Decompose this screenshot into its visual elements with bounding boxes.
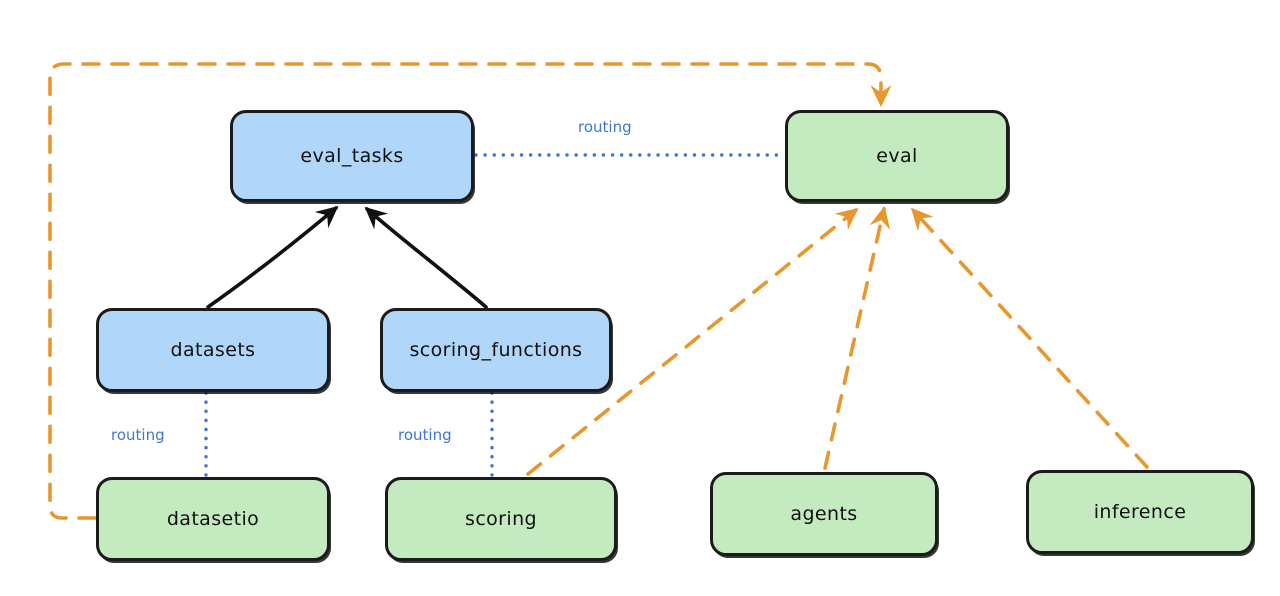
node-label: scoring <box>465 508 537 530</box>
node-label: datasets <box>170 339 256 361</box>
node-label: scoring_functions <box>409 339 583 361</box>
node-scoring[interactable]: scoring <box>385 477 617 561</box>
edge-label-routing-eval-tasks: routing <box>578 118 632 136</box>
node-eval[interactable]: eval <box>785 110 1009 202</box>
node-datasetio[interactable]: datasetio <box>96 477 330 561</box>
node-datasets[interactable]: datasets <box>96 308 330 392</box>
node-eval-tasks[interactable]: eval_tasks <box>230 110 474 202</box>
node-label: agents <box>790 503 858 525</box>
edge-agents-to-eval <box>823 205 891 470</box>
edge-label-routing-scoring-functions: routing <box>398 426 452 444</box>
node-label: datasetio <box>166 508 260 530</box>
node-inference[interactable]: inference <box>1026 470 1254 554</box>
node-label: eval <box>876 145 918 167</box>
node-agents[interactable]: agents <box>710 472 938 556</box>
edge-datasets-to-eval-tasks <box>206 205 339 309</box>
node-scoring-functions[interactable]: scoring_functions <box>380 308 612 392</box>
node-label: eval_tasks <box>300 145 404 167</box>
edge-label-routing-datasets: routing <box>111 426 165 444</box>
node-label: inference <box>1093 501 1187 523</box>
edge-inference-to-eval <box>910 207 1149 469</box>
edge-scoring-functions-to-eval-tasks <box>364 206 488 309</box>
